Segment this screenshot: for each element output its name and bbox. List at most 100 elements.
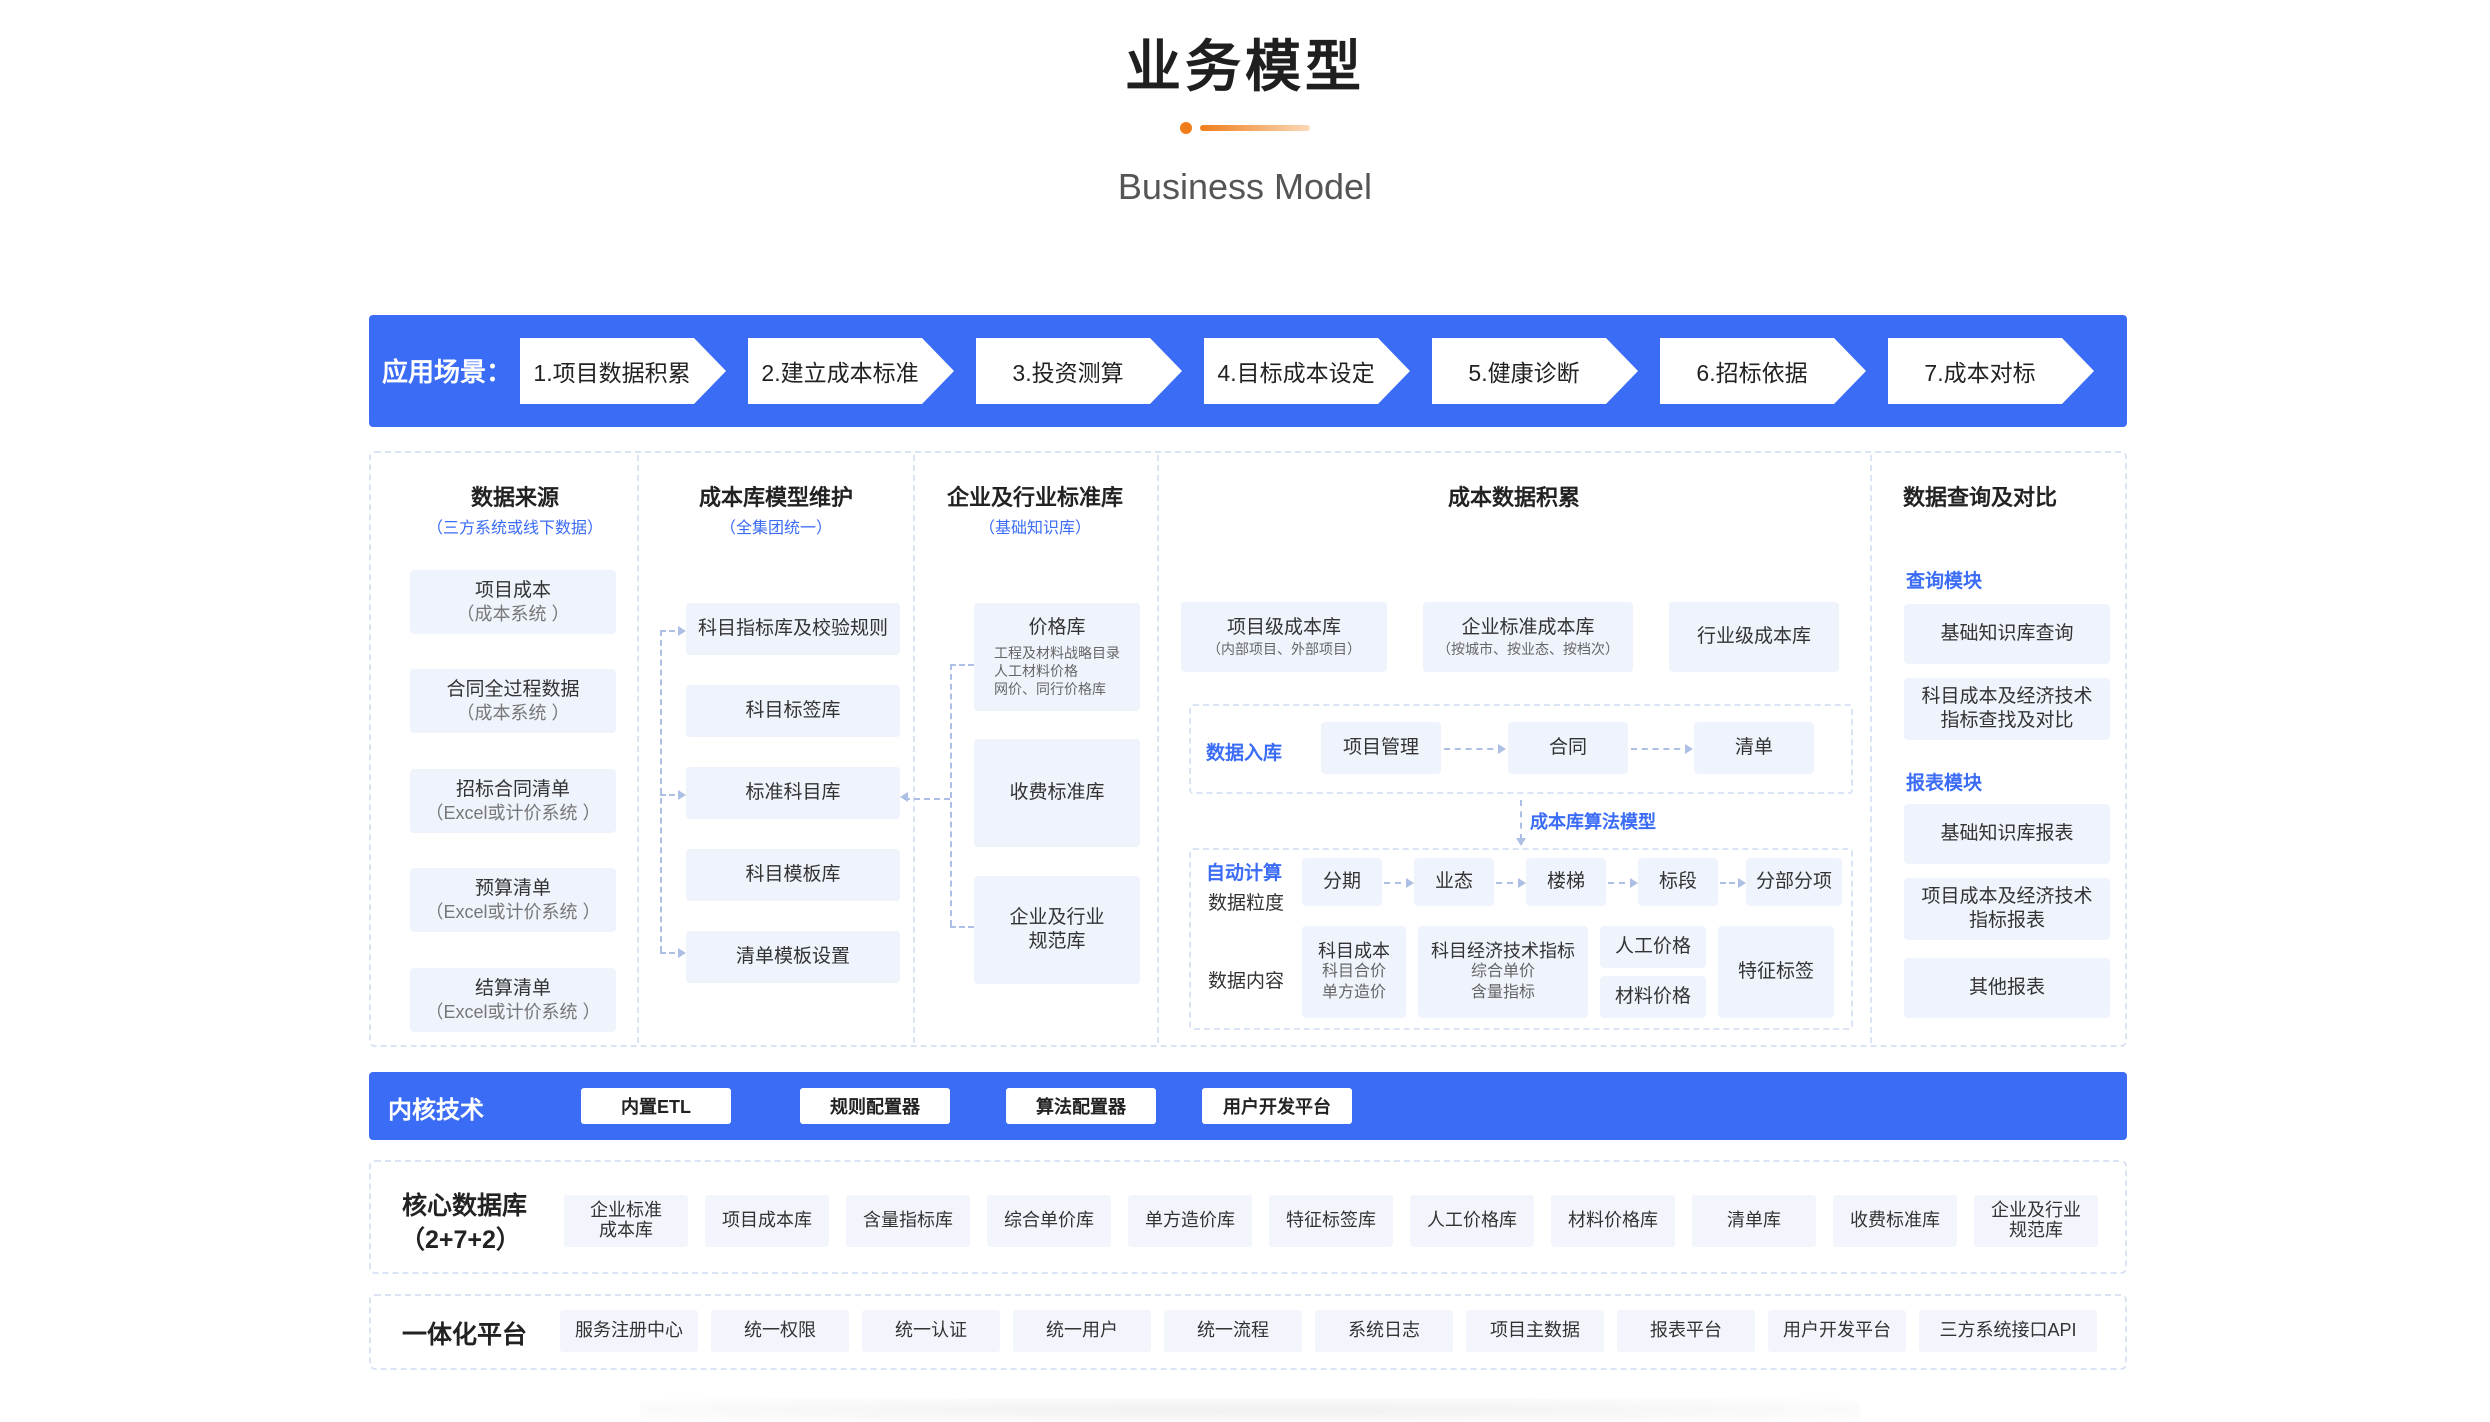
source-contract-data: 合同全过程数据（成本系统 ） [410,669,616,733]
granularity-label: 数据粒度 [1208,893,1285,914]
platform-log: 系统日志 [1315,1310,1453,1352]
scenario-step-4: 4.目标成本设定 [1204,338,1410,404]
platform-permission: 统一权限 [711,1310,849,1352]
platform-master-data: 项目主数据 [1466,1310,1604,1352]
data-source-title: 数据来源 [470,485,559,510]
ingest-arrow [1444,744,1506,754]
scenario-step-1: 1.项目数据积累 [520,338,726,404]
content-econ-index: 科目经济技术指标 综合单价 含量指标 [1418,926,1588,1018]
core-db-fee-standard: 收费标准库 [1833,1195,1957,1247]
subject-index-lib: 科目指标库及校验规则 [686,603,900,655]
column-divider [1870,455,1872,1043]
title-decoration [1180,122,1310,134]
ingest-contract: 合同 [1508,722,1628,774]
core-db-feature-tag: 特征标签库 [1269,1195,1393,1247]
standard-subject-lib: 标准科目库 [686,767,900,819]
content-feature-tag: 特征标签 [1718,926,1834,1018]
source-project-cost: 项目成本（成本系统 ） [410,570,616,634]
column-divider [637,455,639,1043]
platform-report: 报表平台 [1617,1310,1755,1352]
ingest-arrow [1631,744,1693,754]
source-tender-list: 招标合同清单（Excel或计价系统 ） [410,769,616,833]
connector-arrow [660,790,686,800]
platform-service-registry: 服务注册中心 [560,1310,698,1352]
subject-template-lib: 科目模板库 [686,849,900,901]
scenario-step-3: 3.投资测算 [976,338,1182,404]
ingest-label: 数据入库 [1206,743,1283,764]
standard-lib-subtitle: （基础知识库） [978,520,1091,537]
granularity-arrow [1720,878,1746,888]
report-other: 其他报表 [1904,958,2110,1018]
price-lib: 价格库 工程及材料战略目录 人工材料价格 网价、同行价格库 [974,603,1140,711]
model-maintain-subtitle: （全集团统一） [719,520,832,537]
core-db-unit-price: 综合单价库 [987,1195,1111,1247]
scenario-step-5: 5.健康诊断 [1432,338,1638,404]
fee-standard-lib: 收费标准库 [974,739,1140,847]
algo-model-label: 成本库算法模型 [1530,812,1656,832]
auto-calc-area [1189,848,1853,1030]
ingest-project-mgmt: 项目管理 [1321,722,1441,774]
norm-lib: 企业及行业规范库 [974,876,1140,984]
auto-calc-label: 自动计算 [1206,863,1283,884]
bottom-shadow [640,1398,1860,1422]
content-label: 数据内容 [1208,971,1285,992]
core-db-quantity-index: 含量指标库 [846,1195,970,1247]
enterprise-cost-lib: 企业标准成本库（按城市、按业态、按档次） [1423,602,1633,672]
ingest-bill: 清单 [1694,722,1814,774]
page-title: 业务模型 [1125,35,1365,98]
connector-line [950,664,974,666]
query-knowledge-base: 基础知识库查询 [1904,604,2110,664]
core-db-enterprise-cost: 企业标准成本库 [564,1195,688,1247]
scenario-step-7: 7.成本对标 [1888,338,2094,404]
page-subtitle: Business Model [1117,166,1373,207]
granularity-format: 业态 [1414,858,1494,906]
content-material-price: 材料价格 [1600,976,1706,1018]
platform-api: 三方系统接口API [1919,1310,2097,1352]
scenario-step-2: 2.建立成本标准 [748,338,954,404]
granularity-arrow [1496,878,1526,888]
algo-arrow [1520,800,1522,840]
arrow-head [900,792,908,802]
core-db-project-cost: 项目成本库 [705,1195,829,1247]
platform-label: 一体化平台 [402,1321,528,1349]
scenario-label: 应用场景： [382,357,513,387]
query-module-label: 查询模块 [1906,571,1983,592]
report-project-cost: 项目成本及经济技术指标报表 [1904,878,2110,940]
project-cost-lib: 项目级成本库（内部项目、外部项目） [1181,602,1387,672]
standard-lib-title: 企业及行业标准库 [946,485,1123,510]
core-db-sublabel: （2+7+2） [400,1226,521,1254]
source-budget-list: 预算清单（Excel或计价系统 ） [410,868,616,932]
column-divider [913,455,915,1043]
kernel-etl: 内置ETL [581,1088,731,1124]
platform-workflow: 统一流程 [1164,1310,1302,1352]
connector-arrow [660,626,686,636]
platform-user: 统一用户 [1013,1310,1151,1352]
granularity-section: 标段 [1638,858,1718,906]
platform-dev: 用户开发平台 [1768,1310,1906,1352]
core-db-unit-cost: 单方造价库 [1128,1195,1252,1247]
content-labor-price: 人工价格 [1600,926,1706,968]
kernel-dev-platform: 用户开发平台 [1202,1088,1352,1124]
platform-panel [369,1294,2127,1370]
architecture-panel [369,451,2127,1047]
source-settlement-list: 结算清单（Excel或计价系统 ） [410,968,616,1032]
granularity-arrow [1608,878,1638,888]
accumulate-title: 成本数据积累 [1447,485,1580,510]
core-db-panel [369,1160,2127,1274]
arrow-head [1516,838,1526,846]
core-db-material-price: 材料价格库 [1551,1195,1675,1247]
report-module-label: 报表模块 [1906,773,1983,794]
core-db-label: 核心数据库 [402,1192,528,1220]
connector-arrow [660,948,686,958]
kernel-algo-config: 算法配置器 [1006,1088,1156,1124]
model-maintain-title: 成本库模型维护 [698,485,853,510]
core-db-bill: 清单库 [1692,1195,1816,1247]
industry-cost-lib: 行业级成本库 [1669,602,1839,672]
query-title: 数据查询及对比 [1902,485,2057,510]
core-db-norm: 企业及行业规范库 [1974,1195,2098,1247]
granularity-phase: 分期 [1302,858,1382,906]
report-knowledge-base: 基础知识库报表 [1904,804,2110,864]
subject-tag-lib: 科目标签库 [686,685,900,737]
column-divider [1157,455,1159,1043]
connector-bracket [660,630,684,952]
